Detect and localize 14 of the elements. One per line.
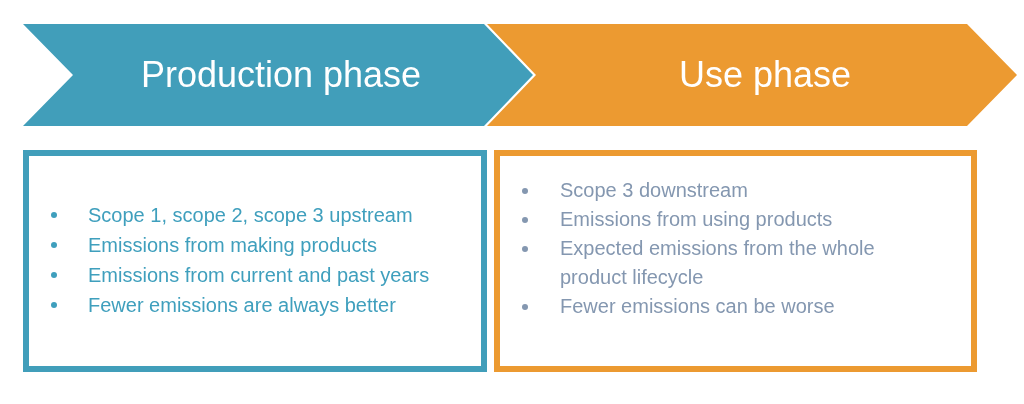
phase-title: Use phase xyxy=(678,54,852,96)
bullet-text: Expected emissions from the whole product lifecycle xyxy=(560,236,876,290)
bullet-list-panel xyxy=(23,150,487,372)
bullet-text: Scope 3 downstream xyxy=(560,178,748,203)
bullet-list-panel xyxy=(494,150,977,372)
bullet-text: Emissions from current and past years xyxy=(88,263,430,288)
bullet-text: Fewer emissions can be worse xyxy=(560,294,835,319)
phase-banner xyxy=(484,24,1017,126)
phase-banner xyxy=(23,24,533,126)
bullet-text: Emissions from using products xyxy=(560,207,833,232)
bullet-text: Fewer emissions are always better xyxy=(88,293,396,318)
bullet-text: Emissions from making products xyxy=(88,233,377,258)
phase-title: Production phase xyxy=(140,54,422,96)
bullet-text: Scope 1, scope 2, scope 3 upstream xyxy=(88,203,413,228)
